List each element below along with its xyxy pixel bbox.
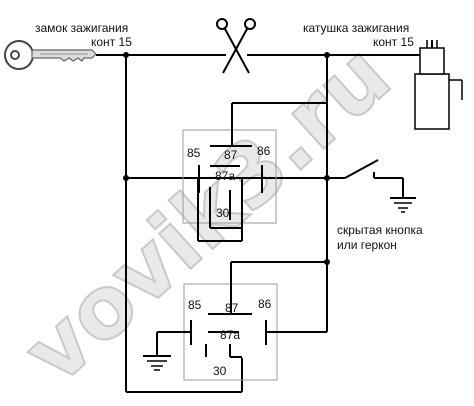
label-hidden-button-2: или геркон xyxy=(337,238,397,252)
wire-left-bus xyxy=(125,55,243,393)
relay-1-pin-87: 87 xyxy=(224,148,238,162)
relay-1-pin-85: 85 xyxy=(187,146,201,160)
scissors-icon xyxy=(216,18,256,74)
relay-1: 85 87 86 87a 30 xyxy=(182,102,327,242)
relay-1-outline xyxy=(182,129,277,224)
relay-1-pin-30: 30 xyxy=(216,206,230,220)
label-ignition-lock-terminal: конт 15 xyxy=(91,35,132,49)
ground-icon xyxy=(390,197,416,213)
ground-icon xyxy=(143,355,171,371)
relay-1-pin-86: 86 xyxy=(257,144,271,158)
label-ignition-lock: замок зажигания xyxy=(35,21,128,35)
relay-2-pin-86: 86 xyxy=(258,297,272,311)
relay-2-pin-87: 87 xyxy=(225,301,239,315)
watermark: vovik3.ru xyxy=(5,25,409,403)
label-ignition-coil-terminal: конт 15 xyxy=(373,35,414,49)
wire-relay1-coil-line xyxy=(126,159,404,198)
relay-1-pin-87a: 87a xyxy=(215,169,235,183)
key-icon xyxy=(4,40,97,70)
relay-2-pin-87a: 87a xyxy=(220,328,240,342)
relay-2-pin-85: 85 xyxy=(188,298,202,312)
label-ignition-coil: катушка зажигания xyxy=(303,21,409,35)
relay-2-pin-30: 30 xyxy=(213,364,227,378)
relay-2: 85 87 86 87a 30 xyxy=(156,261,327,381)
label-hidden-button-1: скрытая кнопка xyxy=(337,223,423,237)
ignition-coil-icon xyxy=(414,40,463,130)
junction-dots xyxy=(123,52,330,265)
